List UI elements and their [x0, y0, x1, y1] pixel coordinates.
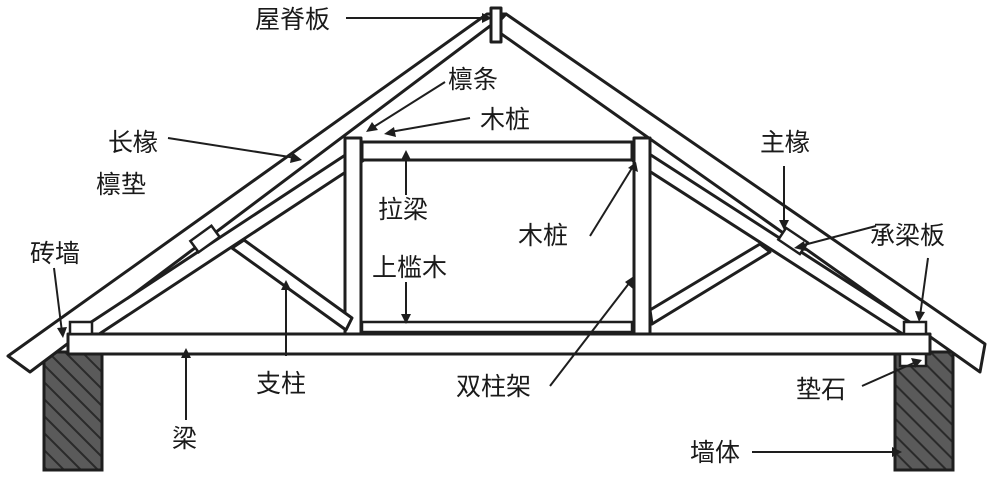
left-strut: [230, 238, 354, 332]
left-post: [343, 136, 363, 336]
label-wall-body: 墙体: [690, 438, 740, 467]
label-main-rafter: 主椽: [760, 128, 810, 157]
left-purlin-pad: [188, 223, 222, 255]
label-strut: 支柱: [256, 369, 306, 398]
label-purlin-pad: 檩垫: [96, 170, 146, 199]
label-pad-stone: 垫石: [796, 375, 846, 404]
label-bearing-board: 承梁板: [870, 221, 945, 250]
label-beam: 梁: [172, 424, 197, 453]
right-main-rafter: [491, 12, 987, 374]
label-double-post-frame: 双柱架: [456, 372, 531, 401]
leader-lines: [53, 13, 929, 457]
ridge-board: [489, 6, 503, 44]
label-wood-stake-top: 木桩: [480, 105, 530, 134]
label-upper-sill: 上槛木: [372, 253, 447, 282]
right-strut: [648, 242, 772, 326]
label-tie-beam: 拉梁: [378, 195, 428, 224]
label-wood-stake-mid: 木桩: [518, 221, 568, 250]
label-brick-wall: 砖墙: [30, 239, 80, 268]
left-wall: [42, 350, 104, 472]
right-wall-plate: [902, 320, 928, 336]
upper-tie-beam: [360, 140, 634, 162]
left-wall-plate: [68, 320, 94, 336]
main-beam: [66, 332, 932, 356]
left-main-rafter: [6, 12, 508, 374]
right-post: [632, 136, 652, 336]
right-wall: [893, 350, 955, 472]
label-ridge-board: 屋脊板: [255, 5, 330, 34]
sill-board: [360, 320, 634, 334]
label-long-rafter: 长椽: [108, 128, 158, 157]
label-purlin: 檩条: [448, 65, 498, 94]
